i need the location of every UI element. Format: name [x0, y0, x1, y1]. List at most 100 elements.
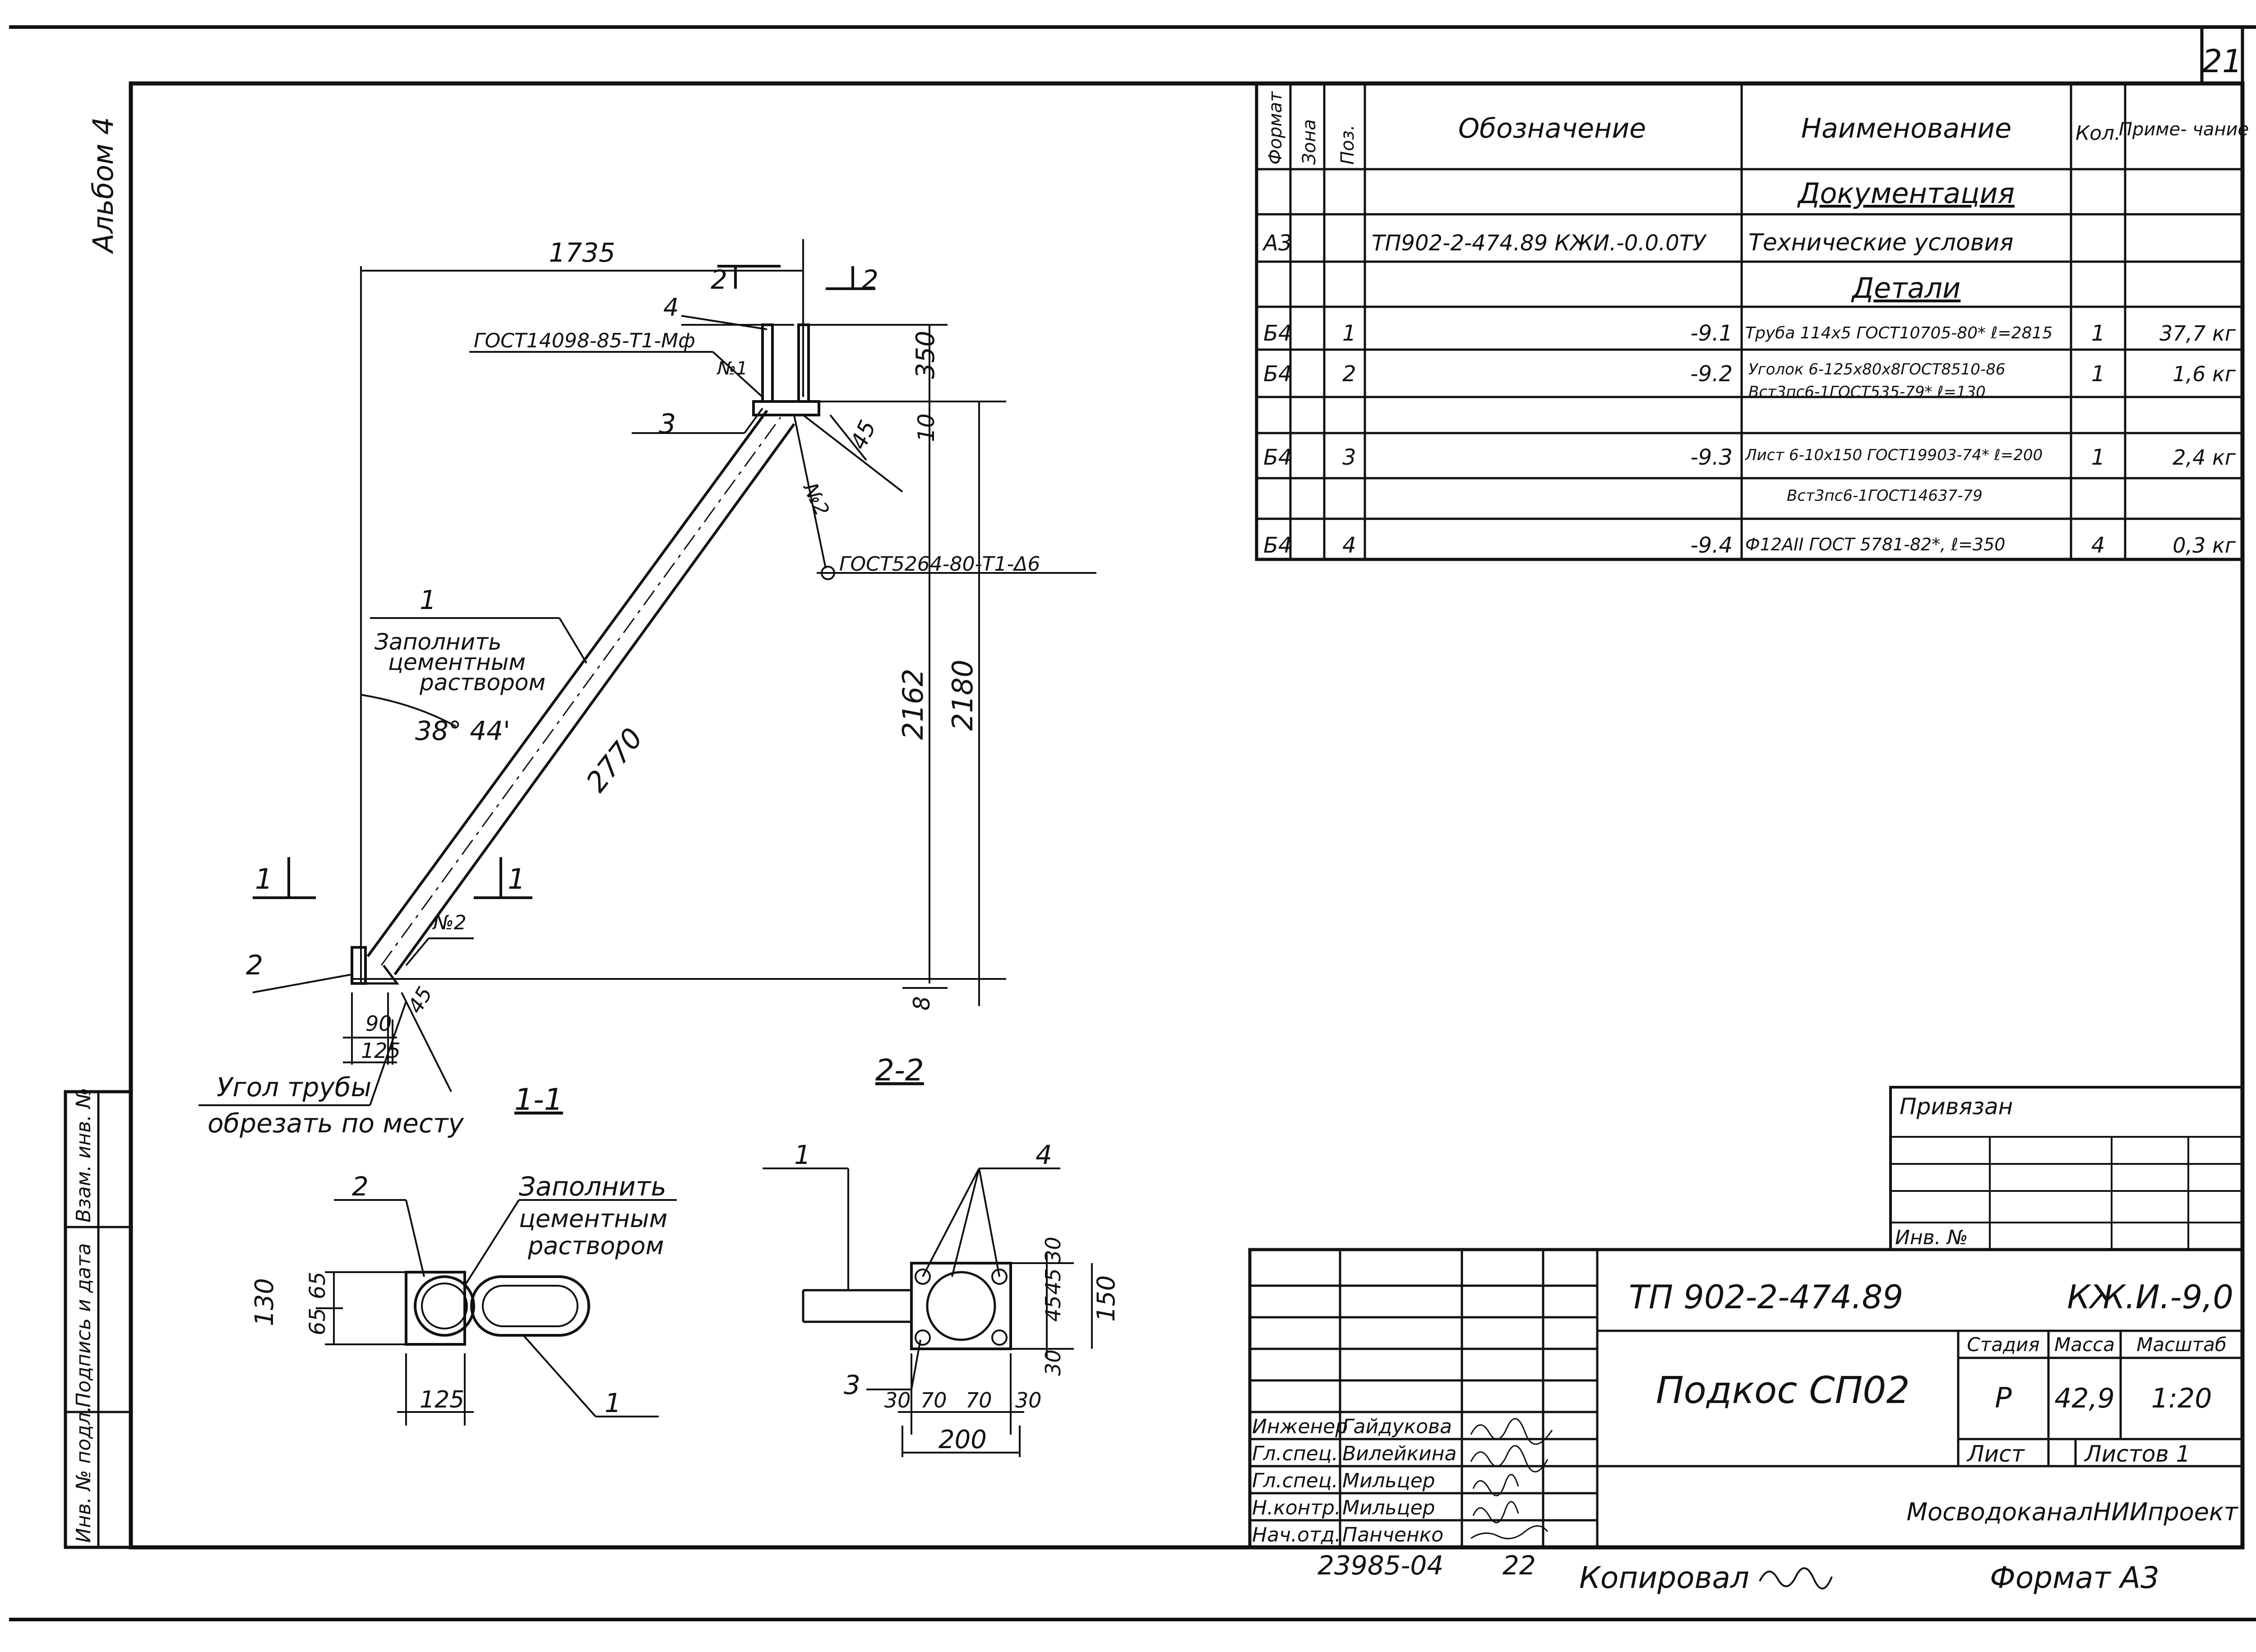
- s22-b-70b: 70: [966, 1388, 992, 1412]
- dim-10: 10: [913, 413, 939, 442]
- tb-mark: КЖ.И.-9,0: [2067, 1278, 2233, 1316]
- dim-350: 350: [911, 331, 940, 379]
- s22-dim-45a: 45: [1041, 1268, 1065, 1295]
- s22-dim-30a: 30: [1041, 1237, 1065, 1263]
- s22-dim-30b: 30: [1041, 1349, 1065, 1376]
- s22-dim-200: 200: [938, 1425, 987, 1454]
- tb-mass-h: Масса: [2054, 1334, 2115, 1356]
- row-pos: 2: [1342, 361, 1356, 387]
- weld-n2-top: №2: [798, 478, 834, 519]
- section-title-2-2: 2-2: [875, 1053, 924, 1088]
- row-designation: -9.1: [1690, 321, 1733, 346]
- signatures: [1470, 1418, 1553, 1540]
- title-block: ТП 902-2-474.89 КЖ.И.-9,0 Подкос СП02 Ст…: [1248, 1248, 2244, 1549]
- footer-format: Формат А3: [1990, 1560, 2159, 1595]
- section-1-1-view: 2 Заполнить цементным раствором 1 130 65…: [250, 1171, 677, 1426]
- margin-replace-inv: Взам. инв. №: [72, 1088, 95, 1223]
- row-format: А3: [1262, 231, 1292, 256]
- tb-sheet-h: Лист: [1966, 1441, 2025, 1467]
- s22-callout-4: 4: [1036, 1140, 1052, 1170]
- s11-fill-3: раствором: [527, 1232, 664, 1260]
- tb-name: Гайдукова: [1342, 1415, 1452, 1438]
- row-pos: 3: [1342, 445, 1356, 470]
- spec-table: Формат Зона Поз. Обозначение Наименовани…: [1255, 82, 2249, 561]
- footer-page: 22: [1502, 1550, 1536, 1581]
- row-pos: 1: [1342, 321, 1356, 346]
- tb-org: МосводоканалНИИпроект: [1907, 1498, 2239, 1526]
- callout-1: 1: [420, 585, 436, 615]
- fill-note-2: цементным: [388, 649, 526, 675]
- tb-name: Мильцер: [1342, 1469, 1435, 1492]
- row-name: Лист 6-10х150 ГОСТ19903-74* ℓ=200: [1744, 446, 2043, 464]
- s11-dim-65a: 65: [305, 1308, 330, 1335]
- tb-role: Гл.спец.: [1252, 1469, 1338, 1492]
- gost-weld-2: ГОСТ5264-80-Т1-Δ6: [839, 553, 1040, 576]
- sheet-frame: 2 1 Альбом 4: [9, 25, 2256, 1621]
- weld-n2-bottom: №2: [432, 911, 467, 934]
- row-note: 37,7 кг: [2159, 321, 2236, 346]
- s22-b-30a: 30: [884, 1388, 911, 1412]
- binding-inv: Инв. №: [1895, 1226, 1968, 1249]
- tb-scale: 1:20: [2151, 1383, 2212, 1414]
- tb-name: Мильцер: [1342, 1496, 1435, 1519]
- tb-scale-h: Масштаб: [2136, 1334, 2227, 1356]
- row-format: Б4: [1263, 533, 1292, 558]
- row-designation: -9.3: [1690, 445, 1733, 470]
- hdr-qty: Кол.: [2076, 122, 2121, 145]
- tb-name: Вилейкина: [1342, 1442, 1456, 1465]
- row-designation: ТП902-2-474.89 КЖИ.-0.0.0ТУ: [1372, 231, 1707, 256]
- album-label: Альбом 4: [87, 117, 120, 254]
- section-mark-1b: 1: [508, 863, 525, 895]
- s11-fill-1: Заполнить: [519, 1171, 666, 1202]
- s22-callout-3: 3: [844, 1370, 860, 1400]
- row-designation: -9.2: [1690, 361, 1733, 387]
- dim-2162: 2162: [897, 669, 929, 740]
- s11-fill-2: цементным: [519, 1204, 667, 1233]
- hdr-name: Наименование: [1801, 113, 2011, 144]
- tb-role: Гл.спец.: [1252, 1442, 1338, 1465]
- hdr-format: Формат: [1265, 91, 1286, 165]
- s11-callout-1: 1: [605, 1388, 621, 1418]
- cut-note-1: Угол трубы: [217, 1072, 371, 1103]
- fill-note-3: раствором: [419, 669, 546, 696]
- hdr-zone: Зона: [1299, 119, 1320, 165]
- row-name-2: Вст3пс6-1ГОСТ535-79* ℓ=130: [1748, 383, 1986, 401]
- row-name-2: Вст3пс6-1ГОСТ14637-79: [1787, 487, 1983, 505]
- margin-stamp: Инв. № подл. Подпись и дата Взам. инв. №: [64, 1088, 133, 1549]
- gost-weld-top: ГОСТ14098-85-Т1-Мф: [474, 329, 695, 352]
- callout-3: 3: [659, 408, 676, 440]
- row-qty: 1: [2091, 321, 2105, 346]
- margin-sign-date: Подпись и дата: [72, 1243, 95, 1407]
- tb-code: ТП 902-2-474.89: [1629, 1278, 1903, 1316]
- margin-inv-orig: Инв. № подл.: [72, 1406, 95, 1543]
- row-format: Б4: [1263, 321, 1292, 346]
- row-qty: 1: [2091, 361, 2105, 387]
- tb-sheets-h: Листов 1: [2084, 1441, 2190, 1467]
- binding-box: Привязан Инв. №: [1889, 1086, 2244, 1251]
- section-mark-2a: 2: [711, 264, 727, 295]
- dim-125-bottom: 125: [361, 1038, 401, 1063]
- section-docs: Документация: [1797, 177, 2015, 210]
- s22-dim-45b: 45: [1041, 1295, 1065, 1322]
- s11-dim-65b: 65: [305, 1272, 330, 1299]
- section-mark-1a: 1: [255, 863, 273, 895]
- s22-callout-1: 1: [794, 1140, 811, 1170]
- s22-dim-150: 150: [1092, 1275, 1120, 1322]
- hdr-note: Приме- чание: [2119, 119, 2249, 140]
- tb-title: Подкос СП02: [1656, 1369, 1910, 1412]
- section-2-2-view: 1 4 3 30 45 45 30 150 30 70 70 30 200: [763, 1140, 1120, 1457]
- tb-mass: 42,9: [2054, 1383, 2115, 1414]
- tb-role: Инженер: [1252, 1415, 1348, 1438]
- angle-label: 38° 44': [415, 715, 510, 746]
- section-title-1-1: 1-1: [514, 1082, 563, 1117]
- binding-label: Привязан: [1900, 1094, 2013, 1120]
- dim-45-bottom: 45: [403, 983, 437, 1018]
- row-designation: -9.4: [1690, 533, 1733, 558]
- tb-stage-h: Стадия: [1967, 1334, 2039, 1356]
- fill-note-1: Заполнить: [374, 629, 502, 655]
- copier-signature: [1759, 1567, 1833, 1590]
- dim-top: 1735: [549, 237, 615, 268]
- row-qty: 4: [2091, 533, 2105, 558]
- tb-role: Н.контр.: [1252, 1496, 1341, 1519]
